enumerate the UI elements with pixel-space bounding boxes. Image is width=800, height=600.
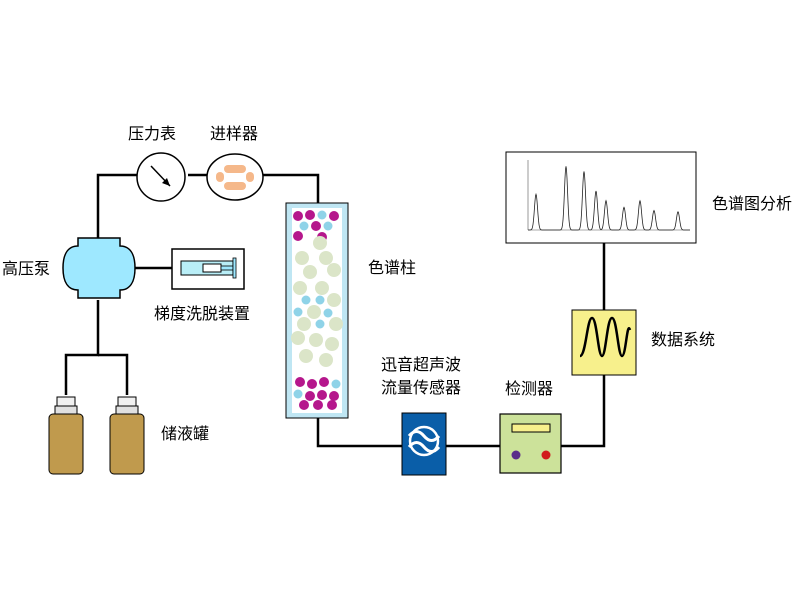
data-system-label: 数据系统 xyxy=(651,330,716,349)
column-bead xyxy=(299,349,313,363)
column-bead xyxy=(327,400,337,410)
tube-injector-to-column xyxy=(262,173,320,203)
column-bead xyxy=(299,400,309,410)
column-bead xyxy=(329,391,339,401)
chromatogram-plot xyxy=(505,151,697,244)
detector-label: 检测器 xyxy=(505,379,554,398)
column-packing xyxy=(291,210,343,410)
flow-sensor-label-line2: 流量传感器 xyxy=(381,378,462,397)
column-bead xyxy=(301,295,311,305)
column-bead xyxy=(295,251,309,265)
injector-icon xyxy=(206,153,264,201)
gauge-icon xyxy=(136,152,186,202)
column-bead xyxy=(307,379,317,389)
column-bead xyxy=(293,231,303,241)
column-bead xyxy=(293,307,303,317)
column-bead xyxy=(295,377,305,387)
column-bead xyxy=(317,210,327,220)
column-bead xyxy=(319,251,333,265)
column-bead xyxy=(329,211,339,221)
tube-pump-to-reservoirs xyxy=(64,300,100,395)
column-bead xyxy=(317,390,327,400)
high-pressure-pump-label: 高压泵 xyxy=(2,259,51,278)
column-bead xyxy=(303,265,317,279)
tube-column-to-sensor xyxy=(316,418,402,448)
tube-pump-to-gauge xyxy=(96,173,138,242)
column-bead xyxy=(327,293,341,307)
column-bead xyxy=(299,221,309,231)
detector xyxy=(499,413,562,474)
chromatogram-analysis-label: 色谱图分析 xyxy=(712,194,793,213)
column-bead xyxy=(323,308,333,318)
reservoir-bottle-1 xyxy=(48,396,84,475)
column-bead xyxy=(309,333,323,347)
high-pressure-pump xyxy=(62,237,136,299)
column-bead xyxy=(307,305,321,319)
reservoir-bottle-2 xyxy=(109,396,145,475)
column-bead xyxy=(313,236,327,250)
column-bead xyxy=(311,221,321,231)
column-bead xyxy=(305,391,315,401)
chromatogram-trace xyxy=(527,160,690,231)
tubing xyxy=(64,173,606,448)
reservoir-label: 储液罐 xyxy=(161,424,210,443)
waveform-icon xyxy=(571,309,637,376)
column-bead xyxy=(331,379,341,389)
column-bead xyxy=(313,400,323,410)
tube-reservoir-2 xyxy=(98,353,129,395)
column-bead xyxy=(315,319,325,329)
column-bead xyxy=(329,317,343,331)
tube-detector-to-data-system xyxy=(561,375,606,448)
column-bead xyxy=(325,337,339,351)
column-bead xyxy=(305,210,315,220)
column-bead xyxy=(319,353,333,367)
gradient-elution-label: 梯度洗脱装置 xyxy=(154,304,251,323)
pressure-gauge-label: 压力表 xyxy=(128,124,177,143)
column-bead xyxy=(293,211,303,221)
chromatographic-column xyxy=(285,202,349,419)
ultrasonic-flow-sensor-icon xyxy=(401,412,447,476)
column-bead xyxy=(319,377,329,387)
column-bead xyxy=(297,317,311,331)
column-bead xyxy=(293,281,307,295)
column-bead xyxy=(323,221,333,231)
column-bead xyxy=(315,281,329,295)
flow-sensor-label-line1: 迅音超声波 xyxy=(381,355,462,374)
injector-label: 进样器 xyxy=(210,124,259,143)
column-bead xyxy=(291,331,305,345)
gradient-elution-device xyxy=(171,248,245,290)
column-bead xyxy=(315,295,325,305)
column-label: 色谱柱 xyxy=(368,258,417,277)
column-bead xyxy=(293,389,303,399)
column-bead xyxy=(327,263,341,277)
